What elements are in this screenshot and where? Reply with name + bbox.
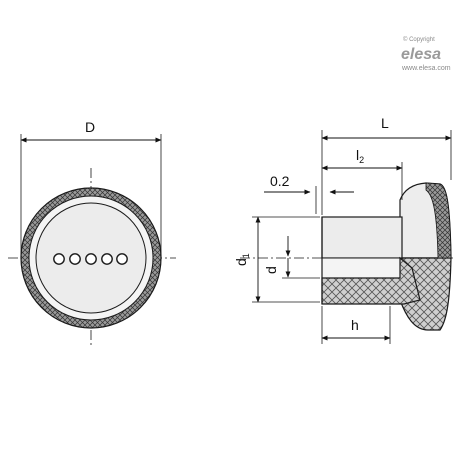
bore-section xyxy=(321,257,403,279)
shank-lower-section xyxy=(321,256,421,305)
dimension-l2-label: l2 xyxy=(356,147,364,165)
hole-4 xyxy=(101,253,113,265)
shank-upper xyxy=(321,216,403,259)
brand-url: www.elesa.com xyxy=(401,65,451,72)
front-view: D xyxy=(8,119,176,345)
dimension-h-label: h xyxy=(351,317,359,333)
brand-logo: © Copyright elesa www.elesa.com xyxy=(401,36,451,72)
dimension-d-label: D xyxy=(85,119,95,135)
dimension-l-label: L xyxy=(381,115,389,131)
copyright-text: © Copyright xyxy=(403,36,435,43)
hole-2 xyxy=(69,253,81,265)
hole-row xyxy=(53,253,128,265)
dimension-d-small-label: d xyxy=(263,266,279,274)
brand-name: elesa xyxy=(401,46,441,63)
hole-5 xyxy=(116,253,128,265)
hole-1 xyxy=(53,253,65,265)
dimension-d1-label: d1 xyxy=(233,253,251,266)
dimension-offset-label: 0.2 xyxy=(270,173,290,189)
side-view: L l2 0.2 d1 d h xyxy=(233,115,455,344)
knob-knurl-band xyxy=(425,182,452,259)
hole-3 xyxy=(85,253,97,265)
